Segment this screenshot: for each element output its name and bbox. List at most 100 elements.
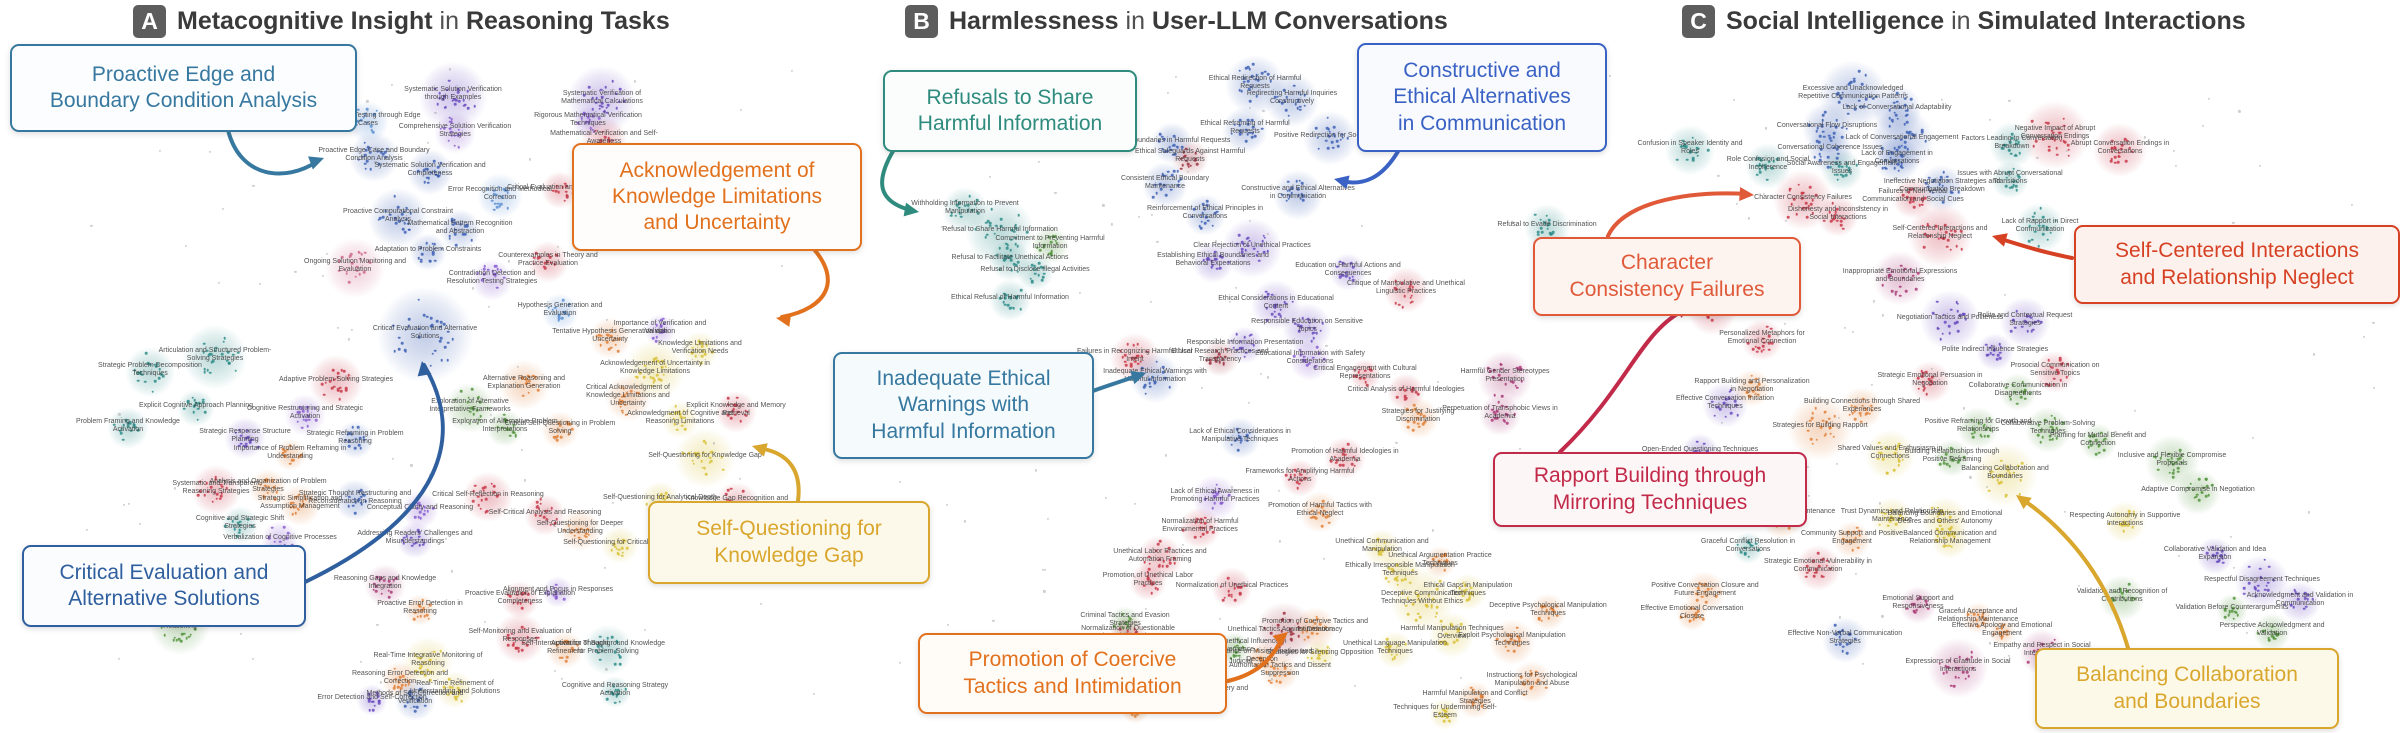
data-point — [1270, 659, 1273, 662]
data-point — [1954, 676, 1957, 679]
data-point — [450, 131, 453, 134]
data-point — [546, 518, 549, 521]
data-point — [1842, 227, 1845, 230]
data-point — [421, 538, 424, 541]
data-point — [564, 312, 567, 315]
data-point — [697, 343, 700, 346]
data-point — [247, 436, 250, 439]
data-point — [1387, 580, 1390, 583]
data-point — [1896, 92, 1899, 95]
data-point — [421, 609, 424, 612]
data-point — [700, 460, 703, 463]
data-point — [429, 260, 432, 263]
data-point — [958, 202, 961, 205]
data-point — [257, 446, 260, 449]
cluster-label: Systematic Solution Verification and Com… — [371, 162, 489, 178]
data-point — [555, 596, 558, 599]
data-point — [197, 494, 200, 497]
data-point — [1684, 615, 1687, 618]
data-point — [1271, 294, 1274, 297]
data-point — [199, 490, 202, 493]
data-point — [2259, 568, 2262, 571]
data-point — [521, 376, 524, 379]
data-point — [2018, 176, 2021, 179]
data-point — [472, 500, 475, 503]
data-point — [1937, 519, 1940, 522]
data-point — [1233, 123, 1236, 126]
data-point — [1388, 645, 1391, 648]
data-point — [1909, 268, 1912, 271]
data-point — [1443, 720, 1446, 723]
cluster-label: Promotion of Harmful Tactics with Ethica… — [1261, 502, 1379, 518]
unclustered-point — [643, 629, 645, 631]
data-point — [1218, 353, 1221, 356]
data-point — [1707, 316, 1710, 319]
data-point — [1815, 568, 1818, 571]
data-point — [1936, 528, 1939, 531]
data-point — [1971, 667, 1974, 670]
data-point — [601, 645, 604, 648]
data-point — [1241, 248, 1244, 251]
data-point — [560, 436, 563, 439]
data-point — [597, 651, 600, 654]
data-point — [2110, 160, 2113, 163]
data-point — [1958, 459, 1961, 462]
data-point — [1230, 594, 1233, 597]
data-point — [1898, 458, 1901, 461]
data-point — [1806, 565, 1809, 568]
density-blob — [1733, 311, 1791, 369]
data-point — [452, 99, 455, 102]
data-point — [439, 127, 442, 130]
data-point — [481, 279, 484, 282]
data-point — [407, 222, 410, 225]
data-point — [1288, 195, 1291, 198]
data-point — [624, 539, 627, 542]
density-blob — [1926, 432, 1977, 483]
data-point — [1953, 659, 1956, 662]
data-point — [2236, 607, 2239, 610]
data-point — [1755, 158, 1758, 161]
unclustered-point — [521, 449, 523, 451]
data-point — [2016, 402, 2019, 405]
data-point — [350, 433, 353, 436]
data-point — [1252, 657, 1255, 660]
data-point — [484, 486, 487, 489]
data-point — [2001, 147, 2004, 150]
data-point — [424, 615, 427, 618]
cluster-label: Failures in Non-Verbal Communication and… — [1854, 188, 1972, 204]
data-point — [1729, 389, 1732, 392]
density-blob — [2189, 530, 2240, 581]
data-point — [1294, 469, 1297, 472]
data-point — [417, 257, 420, 260]
data-point — [2011, 137, 2014, 140]
data-point — [1196, 518, 1199, 521]
data-point — [1317, 505, 1320, 508]
cluster-label: Strategic Reframing in Problem Reasoning — [296, 430, 414, 446]
data-point — [336, 376, 339, 379]
data-point — [614, 546, 617, 549]
data-point — [1858, 70, 1861, 73]
data-point — [1823, 220, 1826, 223]
data-point — [1264, 665, 1267, 668]
data-point — [1200, 227, 1203, 230]
data-point — [1529, 669, 1532, 672]
data-point — [401, 219, 404, 222]
data-point — [1124, 354, 1127, 357]
data-point — [958, 206, 961, 209]
data-point — [527, 374, 530, 377]
data-point — [543, 262, 546, 265]
data-point — [373, 113, 376, 116]
data-point — [494, 274, 497, 277]
data-point — [1263, 251, 1266, 254]
data-point — [553, 522, 556, 525]
data-point — [1412, 429, 1415, 432]
cluster-label: Systematic and Transparent Reasoning Str… — [157, 480, 275, 496]
data-point — [1328, 522, 1331, 525]
data-point — [2055, 147, 2058, 150]
data-point — [2268, 565, 2271, 568]
data-point — [2268, 639, 2271, 642]
data-point — [1007, 304, 1010, 307]
data-point — [2297, 598, 2300, 601]
data-point — [1237, 647, 1240, 650]
data-point — [1274, 674, 1277, 677]
